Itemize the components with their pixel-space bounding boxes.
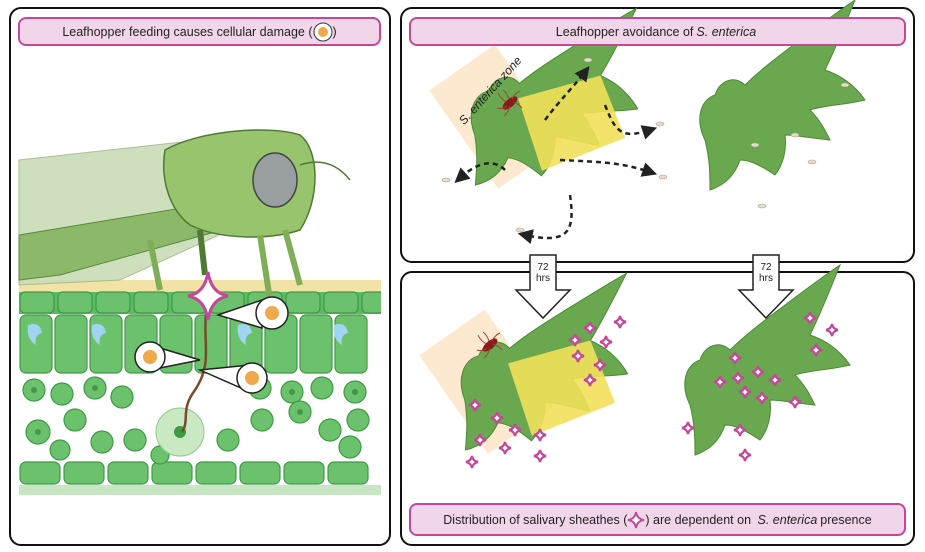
salivary-sheath-icon <box>628 511 645 528</box>
down-arrow-left <box>514 254 572 320</box>
leafhopper-illustration <box>18 129 351 433</box>
cellular-damage-icon <box>313 22 332 41</box>
plant-tissue <box>19 280 381 495</box>
top-right-panel-title: Leafhopper avoidance of S. enterica <box>409 17 906 46</box>
bottom-caption: Distribution of salivary sheathes ( ) ar… <box>409 503 906 536</box>
treated-leaf-top <box>429 0 647 200</box>
left-panel-title: Leafhopper feeding causes cellular damag… <box>18 17 381 46</box>
treated-leaf-bottom <box>419 259 637 465</box>
down-arrow-right <box>737 254 795 320</box>
